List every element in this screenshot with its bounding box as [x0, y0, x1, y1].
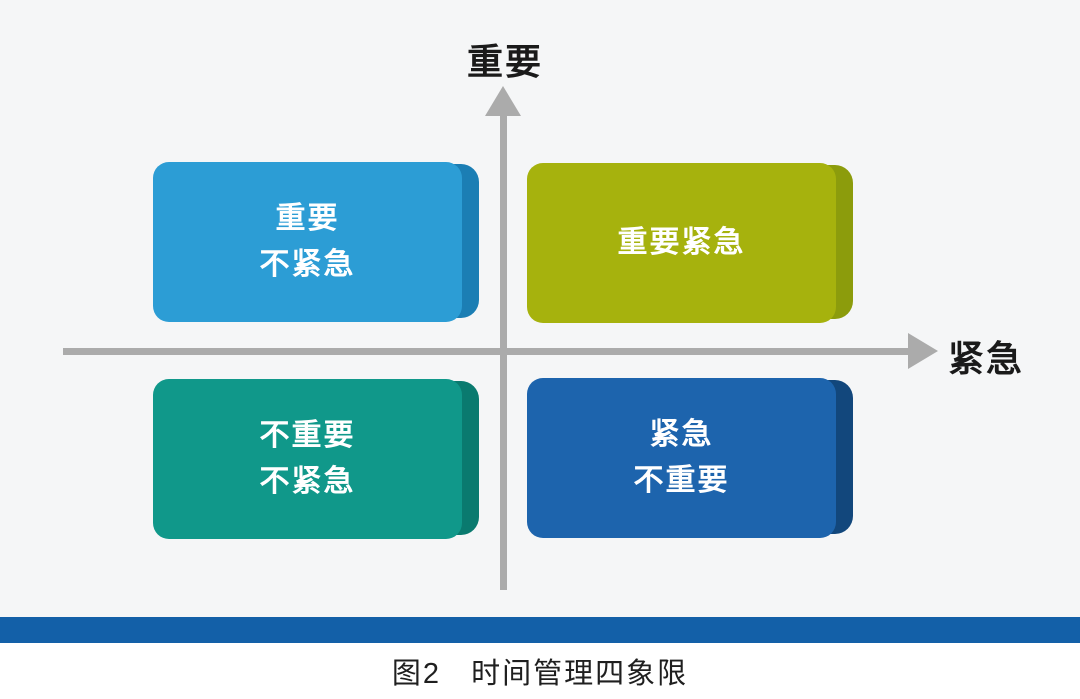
quadrant-label-line: 紧急 — [649, 418, 714, 451]
figure-caption: 图2 时间管理四象限 — [0, 643, 1080, 699]
figure-title: 时间管理四象限 — [471, 658, 689, 690]
card-face: 重要 不紧急 — [153, 162, 462, 322]
right-arrow-icon — [908, 333, 938, 369]
up-arrow-icon — [485, 86, 521, 116]
quadrant-card-urgent-not-important: 紧急 不重要 — [527, 378, 853, 540]
y-axis-label-important: 重要 — [467, 41, 544, 82]
card-face: 不重要 不紧急 — [153, 379, 462, 539]
divider-bar — [0, 617, 1080, 643]
card-face: 重要紧急 — [527, 163, 836, 323]
quadrant-label-line: 重要 — [275, 202, 340, 235]
quadrant-label-line: 不重要 — [259, 419, 356, 452]
card-face: 紧急 不重要 — [527, 378, 836, 538]
quadrant-label-line: 不紧急 — [259, 465, 356, 498]
figure-number: 图2 — [391, 658, 442, 690]
quadrant-card-important-urgent: 重要紧急 — [527, 163, 853, 325]
x-axis-label-urgent: 紧急 — [948, 338, 1025, 379]
x-axis-line — [63, 348, 912, 355]
quadrant-card-important-not-urgent: 重要 不紧急 — [153, 162, 479, 324]
quadrant-label-line: 不重要 — [633, 464, 730, 497]
quadrant-label-line: 不紧急 — [259, 248, 356, 281]
quadrant-card-not-important-not-urgent: 不重要 不紧急 — [153, 379, 479, 541]
quadrant-label-line: 重要紧急 — [617, 226, 746, 259]
